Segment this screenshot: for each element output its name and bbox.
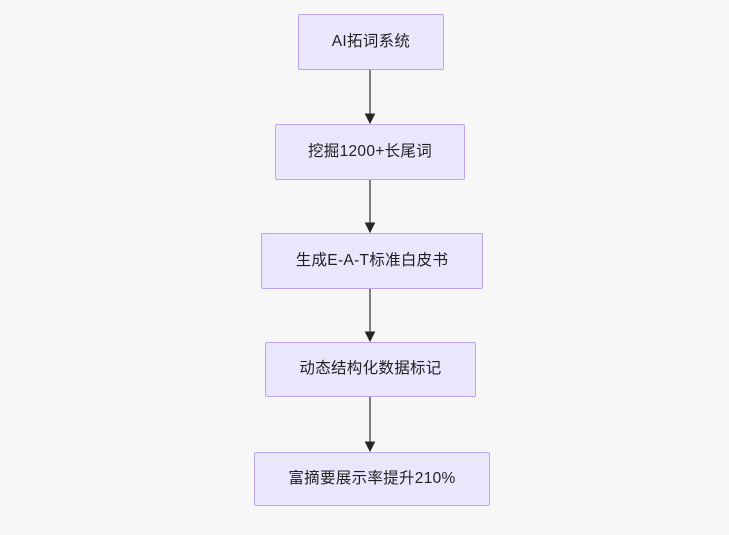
flow-node-rich-snippet-impression-lift[interactable]: 富摘要展示率提升210% xyxy=(254,452,490,506)
flow-node-ai-keyword-system[interactable]: AI拓词系统 xyxy=(298,14,444,70)
flow-node-mine-longtail-keywords[interactable]: 挖掘1200+长尾词 xyxy=(275,124,465,180)
flow-node-label: 动态结构化数据标记 xyxy=(299,360,442,378)
flow-node-generate-eat-whitepaper[interactable]: 生成E-A-T标准白皮书 xyxy=(261,233,483,289)
flow-node-label: 富摘要展示率提升210% xyxy=(288,469,456,487)
flow-node-label: AI拓词系统 xyxy=(331,32,411,50)
flow-node-dynamic-structured-data-markup[interactable]: 动态结构化数据标记 xyxy=(265,342,476,397)
flow-node-label: 挖掘1200+长尾词 xyxy=(307,142,433,160)
flow-node-label: 生成E-A-T标准白皮书 xyxy=(295,251,449,269)
